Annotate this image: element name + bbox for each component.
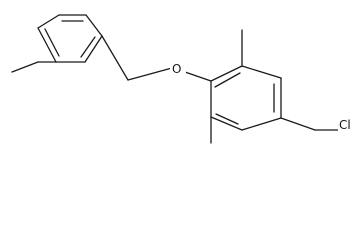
oxygen-atom-label: O xyxy=(172,62,181,76)
ether-bond xyxy=(127,67,173,81)
atom-label-bg xyxy=(170,60,186,76)
bond xyxy=(37,14,60,29)
bond xyxy=(210,65,243,82)
bond xyxy=(85,14,103,37)
bond xyxy=(84,35,103,63)
bond xyxy=(241,65,282,79)
double-bond-inner xyxy=(80,36,96,58)
double-bond-inner xyxy=(215,113,239,125)
bond xyxy=(241,117,282,131)
xylyl-ring xyxy=(210,65,282,131)
methyl-bond xyxy=(11,61,39,73)
chloromethyl-bond xyxy=(280,117,316,131)
bond xyxy=(37,27,57,63)
structure-canvas: O Cl xyxy=(11,14,358,144)
toluene-ring xyxy=(37,14,103,63)
ether-bond xyxy=(184,71,212,82)
benzyl-ch2-bond xyxy=(101,35,129,81)
double-bond-inner xyxy=(44,28,60,57)
chlorine-atom-label: Cl xyxy=(339,118,351,132)
double-bond-inner xyxy=(214,72,241,88)
atom-label-bg xyxy=(338,118,358,134)
molecule-structure: O Cl xyxy=(11,14,358,144)
bond xyxy=(210,116,243,131)
